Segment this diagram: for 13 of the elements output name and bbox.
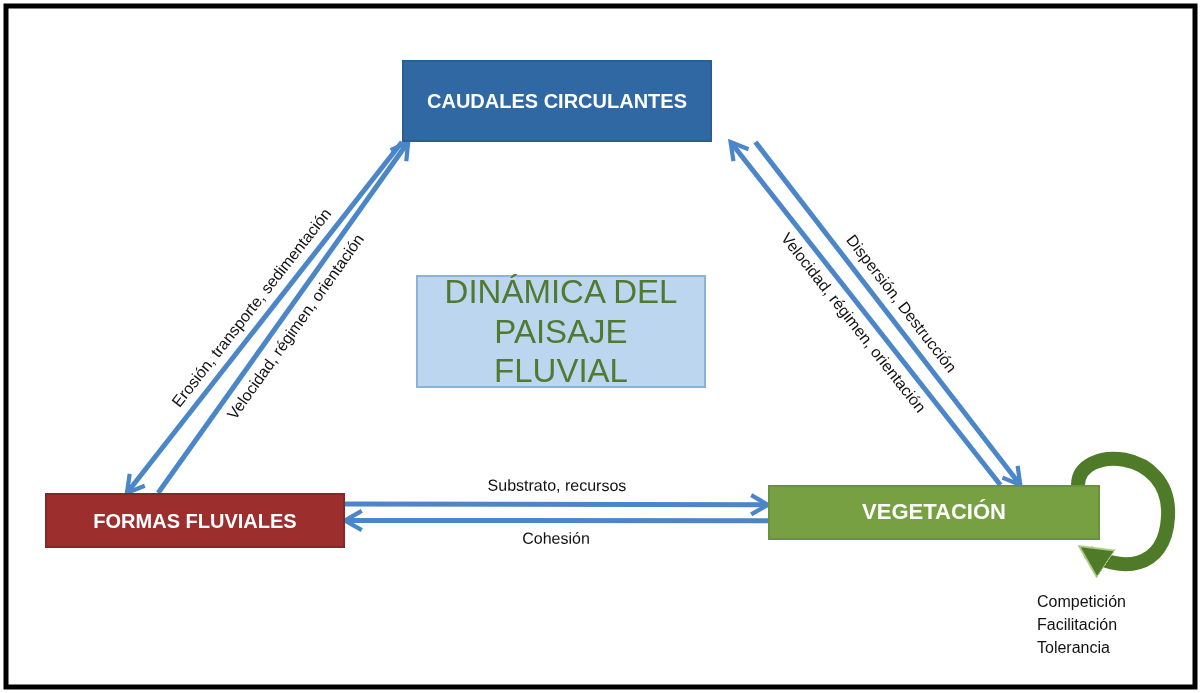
node-label: DINÁMICA DEL PAISAJE FLUVIAL <box>443 272 679 391</box>
process-box <box>45 493 345 548</box>
process-box <box>768 485 1100 540</box>
node-label: VEGETACIÓN <box>861 499 1007 526</box>
node-label: FORMAS FLUVIALES <box>92 508 298 533</box>
arrow <box>753 140 1023 488</box>
edge-label: Cohesión <box>521 529 592 548</box>
process-box <box>402 60 712 142</box>
title-box <box>416 275 706 388</box>
node-label: CAUDALES CIRCULANTES <box>426 89 688 113</box>
arrow <box>728 139 1003 487</box>
edge-label: Substrato, recursos <box>486 477 627 496</box>
curved-arrow <box>1071 451 1175 578</box>
